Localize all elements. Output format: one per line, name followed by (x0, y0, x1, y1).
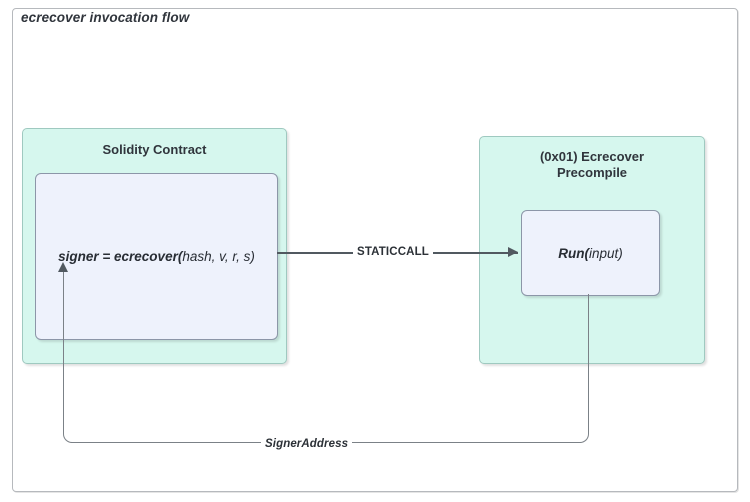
node-ecrecover-call-label-strong: signer = ecrecover( (58, 249, 183, 264)
node-run-input[interactable]: Run(input) (521, 210, 660, 296)
container-ecrecover-precompile[interactable]: (0x01) Ecrecover Precompile Run(input) (479, 136, 705, 364)
node-ecrecover-call[interactable]: signer = ecrecover(hash, v, r, s) (35, 173, 278, 340)
container-ecrecover-precompile-title-line1: (0x01) Ecrecover (539, 149, 645, 164)
node-run-input-label-light: input) (588, 245, 623, 261)
edge-staticcall-arrowhead-icon (508, 247, 518, 257)
edge-signeraddress-segment-down[interactable] (588, 294, 590, 434)
node-run-input-label: Run(input) (558, 245, 623, 262)
edge-staticcall-label: STATICCALL (353, 245, 433, 259)
node-ecrecover-call-label: signer = ecrecover(hash, v, r, s) (58, 248, 255, 265)
node-run-input-label-strong: Run( (558, 245, 589, 261)
container-ecrecover-precompile-title-line2: Precompile (556, 165, 628, 180)
edge-signeraddress-label: SignerAddress (261, 437, 353, 451)
container-solidity-contract-title: Solidity Contract (102, 142, 207, 157)
container-solidity-contract[interactable]: Solidity Contract signer = ecrecover(has… (22, 128, 287, 364)
edge-signeraddress-segment-up[interactable] (63, 268, 65, 427)
container-ecrecover-precompile-title: (0x01) Ecrecover Precompile (480, 149, 704, 181)
edge-signeraddress-arrowhead-icon (58, 262, 68, 272)
page-title: ecrecover invocation flow (21, 10, 190, 25)
node-ecrecover-call-label-light: hash, v, r, s) (182, 249, 255, 264)
